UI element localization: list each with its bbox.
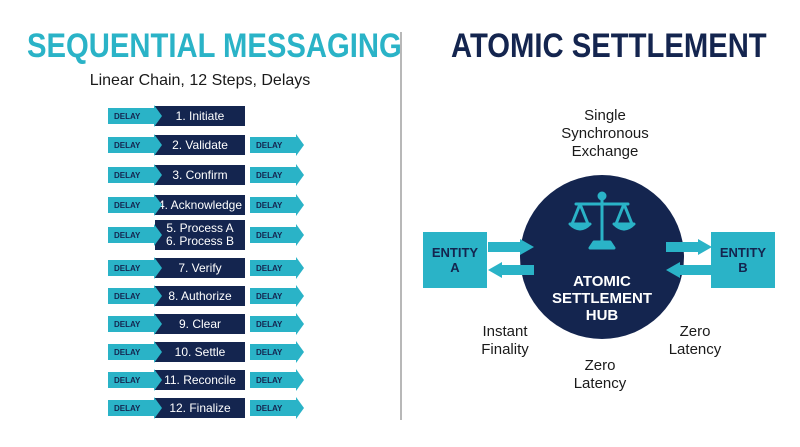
arrow-right-icon [666,239,712,255]
entity-a-box: ENTITY A [423,232,487,288]
caption-zero-latency-bottom: Zero Latency [573,357,627,392]
delay-arrow-right: DELAY [250,224,304,246]
step-box: 3. Confirm [155,165,245,185]
hub-label: ATOMIC SETTLEMENT HUB [552,273,652,324]
step-box: 11. Reconcile [155,370,245,390]
step-box: 7. Verify [155,258,245,278]
delay-arrow-left: DELAY [108,313,162,335]
delay-arrow-right: DELAY [250,257,304,279]
delay-arrow-left: DELAY [108,257,162,279]
delay-arrow-right: DELAY [250,285,304,307]
delay-arrow-left: DELAY [108,369,162,391]
delay-arrow-right: DELAY [250,313,304,335]
delay-arrow-right: DELAY [250,397,304,419]
delay-arrow-right: DELAY [250,194,304,216]
section-divider [400,32,402,420]
step-box: 4. Acknowledge [155,195,245,215]
delay-arrow-right: DELAY [250,369,304,391]
delay-arrow-left: DELAY [108,194,162,216]
sequential-subtitle: Linear Chain, 12 Steps, Delays [89,72,311,89]
delay-arrow-right: DELAY [250,134,304,156]
sequential-messaging-title: SEQUENTIAL MESSAGING [27,27,402,65]
step-box: 5. Process A 6. Process B [155,220,245,250]
delay-arrow-right: DELAY [250,164,304,186]
balance-scale-icon [568,191,636,250]
step-box: 2. Validate [155,135,245,155]
delay-arrow-left: DELAY [108,164,162,186]
delay-arrow-left: DELAY [108,341,162,363]
delay-arrow-left: DELAY [108,105,162,127]
step-box: 9. Clear [155,314,245,334]
delay-arrow-left: DELAY [108,285,162,307]
caption-zero-latency-right: Zero Latency [668,323,722,358]
arrow-left-icon [666,262,712,278]
delay-arrow-left: DELAY [108,224,162,246]
step-box: 1. Initiate [155,106,245,126]
entity-b-box: ENTITY B [711,232,775,288]
atomic-settlement-title: ATOMIC SETTLEMENT [451,27,767,65]
caption-instant-finality: Instant Finality [481,323,529,358]
step-box: 10. Settle [155,342,245,362]
arrow-right-icon [488,239,534,255]
caption-single-synchronous-exchange: Single Synchronous Exchange [561,107,649,160]
delay-arrow-left: DELAY [108,397,162,419]
delay-arrow-left: DELAY [108,134,162,156]
arrow-left-icon [488,262,534,278]
step-box: 12. Finalize [155,398,245,418]
delay-arrow-right: DELAY [250,341,304,363]
step-box: 8. Authorize [155,286,245,306]
